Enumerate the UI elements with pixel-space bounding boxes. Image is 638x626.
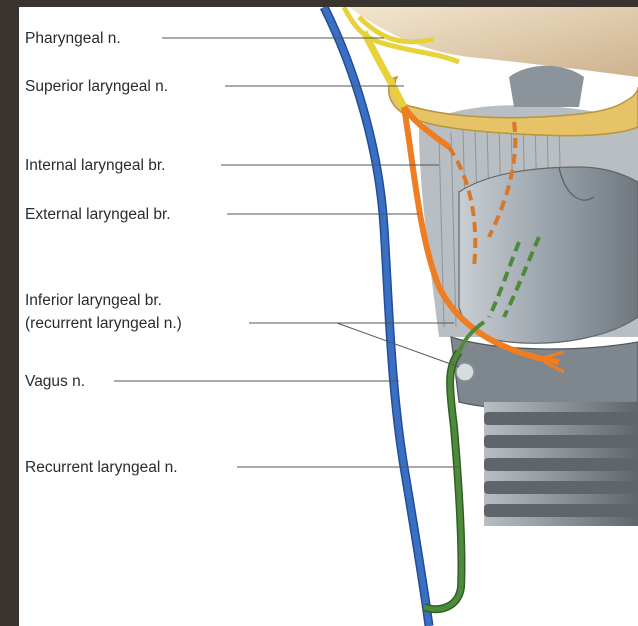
cricoid-cartilage: [451, 337, 638, 410]
thyroid-cartilage: [459, 167, 638, 343]
label-internal-laryngeal-branch: Internal laryngeal br.: [25, 157, 165, 174]
label-recurrent-laryngeal-nerve: Recurrent laryngeal n.: [25, 459, 178, 476]
label-superior-laryngeal-nerve: Superior laryngeal n.: [25, 78, 168, 95]
leader-lines: [114, 38, 459, 467]
trachea: [484, 402, 638, 526]
label-vagus-nerve: Vagus n.: [25, 373, 85, 390]
label-external-laryngeal-branch: External laryngeal br.: [25, 206, 171, 223]
epiglottis: [509, 66, 584, 107]
label-inferior-laryngeal-branch: Inferior laryngeal br.: [25, 292, 162, 309]
larynx-nerve-diagram: Pharyngeal n. Superior laryngeal n. Inte…: [19, 7, 638, 626]
inferior-branch-loop: [456, 363, 474, 381]
label-pharyngeal-nerve: Pharyngeal n.: [25, 30, 121, 47]
label-recurrent-laryngeal-alias: (recurrent laryngeal n.): [25, 315, 182, 332]
skull-base: [349, 7, 638, 77]
anatomy-illustration: Pharyngeal n. Superior laryngeal n. Inte…: [19, 7, 638, 626]
